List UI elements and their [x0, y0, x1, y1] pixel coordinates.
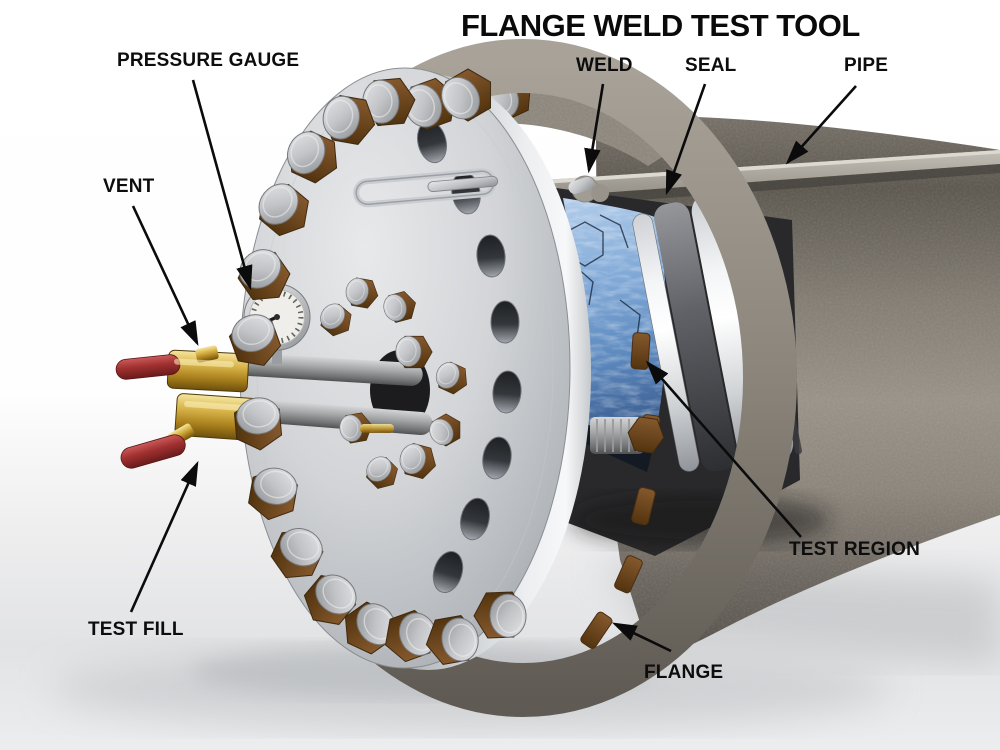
callout-arrow-pipe — [785, 85, 857, 165]
callout-arrow-flange — [611, 622, 672, 653]
label-pipe: PIPE — [844, 55, 889, 76]
weld-bead-illustration — [568, 175, 609, 203]
callout-arrow-test-fill — [129, 460, 199, 613]
label-vent: VENT — [103, 176, 155, 197]
label-pressure-gauge: PRESSURE GAUGE — [117, 50, 300, 71]
diagram-title: FLANGE WELD TEST TOOL — [461, 8, 860, 43]
label-weld: WELD — [576, 55, 633, 76]
threaded-stud-illustration — [590, 416, 665, 454]
callout-arrows — [129, 79, 857, 653]
callout-arrow-weld — [584, 83, 605, 174]
callout-arrow-seal — [665, 83, 707, 196]
brass-fitting — [360, 424, 394, 433]
vent-valve-illustration — [115, 345, 250, 393]
callout-arrow-vent — [131, 205, 199, 347]
callout-arrow-test-region — [645, 360, 802, 538]
label-seal: SEAL — [685, 55, 737, 76]
label-flange: FLANGE — [644, 662, 724, 683]
callout-arrow-pressure-gauge — [191, 79, 253, 291]
center-bolt-cluster — [314, 276, 473, 495]
pipe-cut-edge — [543, 150, 1000, 197]
lifting-handle-illustration — [353, 168, 499, 208]
label-test-region: TEST REGION — [789, 539, 920, 560]
label-test-fill: TEST FILL — [88, 619, 184, 640]
